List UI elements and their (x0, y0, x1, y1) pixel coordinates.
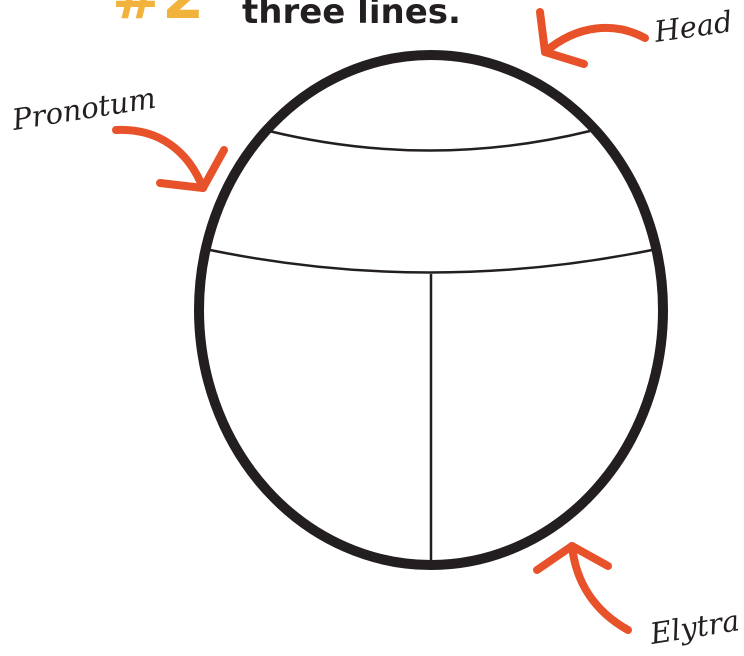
heading-text: three lines. (242, 0, 461, 32)
pronotum-divider-line (210, 250, 652, 273)
head-label: Head (651, 4, 734, 49)
elytra-arrow (537, 546, 628, 630)
pronotum-arrow (116, 130, 224, 188)
head-arrow (540, 12, 645, 64)
head-divider-line (269, 131, 590, 151)
step-number: #2 (112, 0, 204, 33)
elytra-label: Elytra (647, 603, 742, 651)
